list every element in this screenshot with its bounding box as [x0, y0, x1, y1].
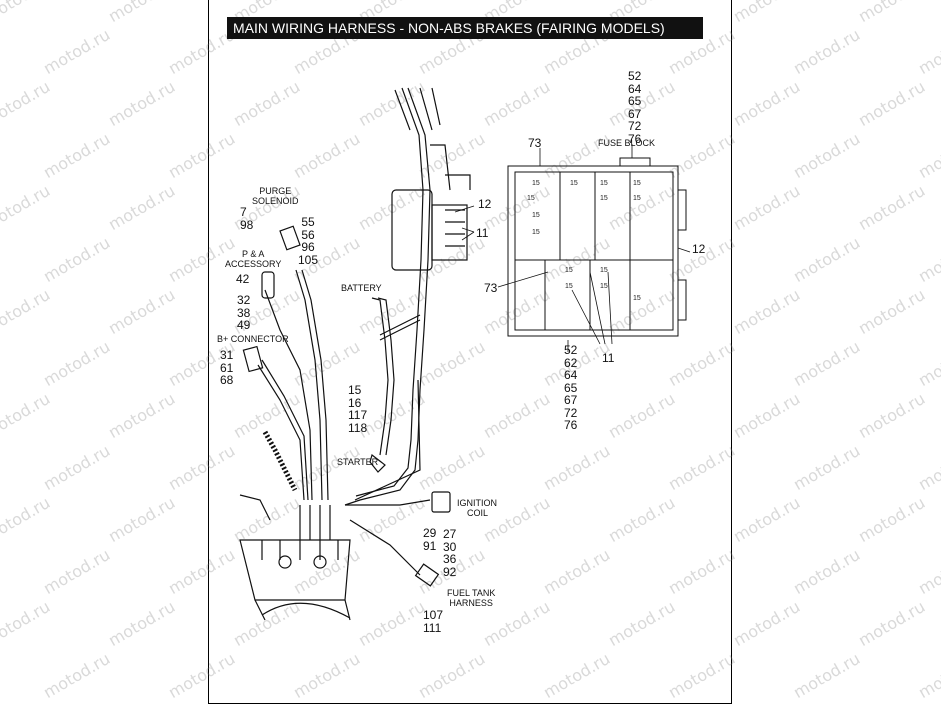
callout-number: 73	[484, 281, 498, 295]
callout-number: 64	[564, 368, 578, 382]
callout-number: 36	[443, 552, 457, 566]
purge-branch	[295, 269, 323, 501]
callout-number: 72	[628, 119, 642, 133]
svg-text:15: 15	[600, 283, 608, 290]
svg-text:15: 15	[532, 229, 540, 236]
callout-number: 65	[564, 380, 578, 395]
callout-number: 117	[348, 408, 368, 422]
callout-number: 52	[564, 343, 578, 357]
callout-number: 29	[423, 526, 437, 540]
label-fuse-block: FUSE BLOCK	[598, 138, 656, 148]
callout-number: 67	[564, 393, 578, 407]
svg-text:15: 15	[600, 195, 608, 202]
fuse-block-drawing	[507, 157, 687, 337]
label-line: HARNESS	[449, 598, 493, 608]
callout-number: 38	[237, 305, 251, 320]
svg-text:15: 15	[600, 180, 608, 187]
label-battery: BATTERY	[341, 283, 382, 293]
callout-number: 73	[528, 136, 542, 150]
lower-clamp	[239, 539, 351, 601]
label-starter: STARTER	[337, 457, 379, 467]
fuse-block	[507, 165, 679, 337]
callout-number: 111	[423, 620, 442, 635]
callout-number: 12	[478, 197, 492, 211]
callout-number: 42	[236, 272, 250, 286]
callout-number: 30	[443, 539, 457, 554]
callout-group-coil-left: 29 91	[423, 527, 436, 552]
label-b-plus-connector: B+ CONNECTOR	[217, 334, 289, 344]
callout-number: 61	[220, 360, 234, 375]
callout-number: 27	[443, 527, 457, 541]
callout-number: 52	[628, 69, 642, 83]
callout-number: 7	[240, 205, 247, 219]
page-title: MAIN WIRING HARNESS - NON-ABS BRAKES (FA…	[227, 17, 703, 39]
callout-number: 65	[628, 94, 642, 108]
callout-number: 12	[692, 242, 706, 256]
fuse-block-fuse-values: 15 15 15 15 15 15 15 15 15 15 15 15 15 15	[527, 180, 641, 302]
callout-number: 56	[301, 227, 315, 242]
callout-number: 64	[628, 81, 642, 96]
svg-text:15: 15	[532, 180, 540, 187]
callout-number: 11	[476, 226, 489, 240]
callout-number: 118	[348, 420, 368, 435]
coil-branch	[345, 499, 431, 506]
callout-number: 96	[301, 240, 315, 254]
callout-number: 15	[348, 383, 362, 397]
callout-group-purge-right: 55 56 96 105	[298, 216, 318, 266]
callout-number: 49	[237, 318, 251, 332]
callout-number: 76	[564, 418, 578, 432]
callout-number: 91	[423, 538, 437, 553]
callout-group-battery-cable: 15 16 117 118	[348, 384, 367, 434]
svg-text:15: 15	[633, 180, 641, 187]
callout-number: 55	[301, 215, 315, 229]
svg-text:15: 15	[527, 195, 535, 202]
b-plus-branch	[257, 364, 305, 501]
label-line: P & A	[242, 249, 265, 259]
battery-cable	[371, 297, 389, 456]
label-line: COIL	[467, 508, 489, 518]
fuel-tank-branch	[349, 519, 421, 576]
label-line: IGNITION	[457, 498, 497, 508]
svg-text:15: 15	[532, 212, 540, 219]
relay-module	[391, 189, 433, 271]
callout-number: 32	[237, 293, 251, 307]
callout-group-purge-left: 7 98	[240, 206, 253, 231]
callout-number: 72	[564, 405, 578, 420]
label-line: PURGE	[259, 186, 292, 196]
callout-number: 107	[423, 608, 444, 622]
callout-number: 98	[240, 217, 254, 232]
svg-text:15: 15	[570, 180, 578, 187]
label-purge-solenoid: PURGE SOLENOID	[252, 186, 299, 206]
label-ignition-coil: IGNITION COIL	[457, 498, 497, 518]
label-line: SOLENOID	[252, 196, 299, 206]
label-line: FUEL TANK	[447, 588, 496, 598]
accessory-branch	[264, 289, 313, 501]
svg-text:15: 15	[565, 283, 573, 290]
callout-number: 31	[220, 348, 234, 362]
label-fuel-tank-harness: FUEL TANK HARNESS	[447, 588, 495, 608]
svg-text:15: 15	[600, 267, 608, 274]
callout-number: 68	[220, 373, 234, 387]
svg-text:15: 15	[565, 267, 573, 274]
label-pa-accessory: P & A ACCESSORY	[225, 249, 281, 269]
main-trunk	[344, 87, 431, 506]
callout-group-fuse-top: 52 64 65 67 72 76	[628, 70, 641, 145]
callout-number: 105	[298, 252, 319, 267]
diagram-page	[208, 0, 732, 704]
callout-number: 16	[348, 395, 362, 410]
callout-group-accessory: 32 38 49	[237, 294, 250, 332]
callout-group-coil-right: 27 30 36 92	[443, 528, 456, 578]
callout-group-fuel-tank: 107 111	[423, 609, 443, 634]
svg-text:15: 15	[633, 295, 641, 302]
callout-group-fuse-bottom: 52 62 64 65 67 72 76	[564, 344, 577, 432]
callout-number: 62	[564, 355, 578, 370]
label-line: ACCESSORY	[225, 259, 282, 269]
svg-text:15: 15	[633, 195, 641, 202]
callout-number: 76	[628, 131, 642, 146]
callout-number: 67	[628, 106, 642, 121]
callout-group-b-plus: 31 61 68	[220, 349, 233, 387]
callout-number: 11	[602, 351, 615, 365]
callout-number: 92	[443, 564, 457, 579]
